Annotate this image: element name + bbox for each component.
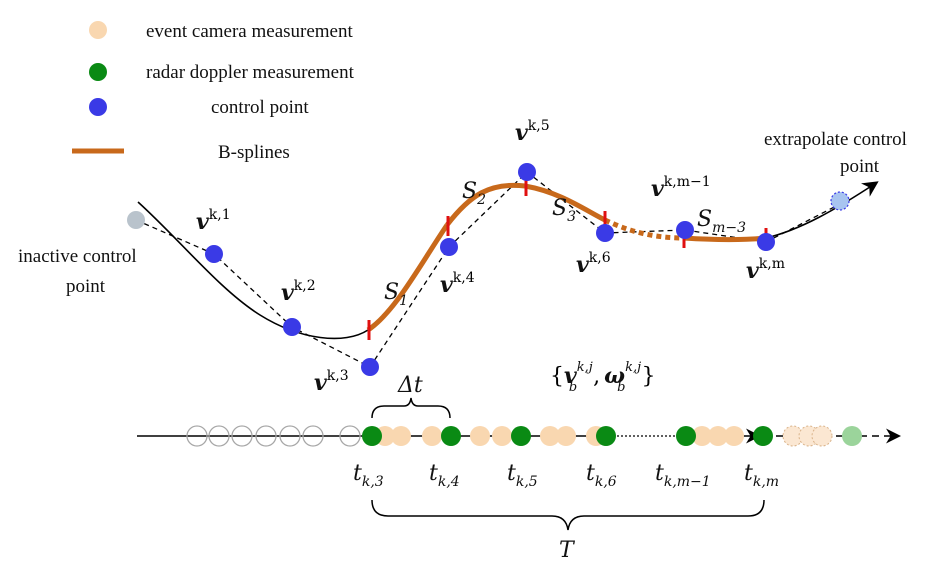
control-polygon	[135, 171, 847, 368]
label-v-km: vk,m	[746, 256, 785, 284]
total-t-brace	[371, 499, 765, 531]
event-measurement	[422, 426, 442, 446]
label-v-k5: vk,5	[515, 118, 550, 146]
control-point	[440, 238, 458, 256]
inactive-measurement	[339, 425, 361, 447]
event-measurement	[724, 426, 744, 446]
event-measurement	[540, 426, 560, 446]
trajectory-curve	[137, 201, 369, 340]
event-measurement	[470, 426, 490, 446]
bspline-segment-1	[366, 223, 450, 333]
event-measurement	[492, 426, 512, 446]
inactive-measurement	[186, 425, 208, 447]
label-s1: S1	[384, 280, 408, 309]
label-v-km1: vk,m−1	[651, 174, 711, 202]
legend-control-point-swatch	[89, 98, 107, 116]
radar-measurements	[362, 426, 773, 446]
radar-measurement	[441, 426, 461, 446]
bspline-segment-dotted	[603, 217, 685, 241]
label-t-km: tk,m	[744, 461, 779, 490]
label-v-k6: vk,6	[576, 250, 611, 278]
radar-measurement	[511, 426, 531, 446]
event-measurement	[391, 426, 411, 446]
bspline-segment-m3	[683, 235, 767, 242]
label-v-k2: vk,2	[281, 278, 316, 306]
label-t-k3: tk,3	[353, 461, 384, 490]
radar-measurement	[596, 426, 616, 446]
label-extrapolate-line1: extrapolate control	[764, 129, 907, 150]
legend-event-camera-label: event camera measurement	[146, 21, 353, 42]
timeline	[137, 425, 901, 447]
legend-radar-doppler-swatch	[89, 63, 107, 81]
inactive-measurement	[302, 425, 324, 447]
inactive-measurement	[279, 425, 301, 447]
future-radar-measurement	[842, 426, 862, 446]
event-measurement	[692, 426, 712, 446]
label-s3: S3	[552, 196, 576, 225]
label-t-km1: tk,m−1	[655, 461, 711, 490]
control-point	[596, 224, 614, 242]
label-v-k4: vk,4	[440, 270, 475, 298]
radar-measurement	[362, 426, 382, 446]
inactive-measurements	[186, 425, 361, 447]
label-inactive-line2: point	[66, 276, 106, 297]
label-sm3: Sm−3	[697, 207, 746, 236]
radar-measurement	[676, 426, 696, 446]
control-point	[283, 318, 301, 336]
event-measurements	[375, 426, 744, 446]
future-measurements	[782, 425, 862, 447]
radar-measurement	[753, 426, 773, 446]
control-point	[361, 358, 379, 376]
control-point	[757, 233, 775, 251]
legend-control-point-label: control point	[211, 97, 309, 118]
label-t-k5: tk,5	[507, 461, 538, 490]
control-point	[518, 163, 536, 181]
legend-bspline-label: B-splines	[218, 142, 290, 163]
bspline-segment-3	[524, 183, 607, 223]
total-t-label: T	[559, 538, 576, 563]
future-event-measurement	[811, 425, 833, 447]
bspline-segment-2	[445, 182, 526, 227]
event-measurement	[556, 426, 576, 446]
delta-t-label: Δt	[397, 373, 423, 398]
legend-event-camera-swatch	[89, 21, 107, 39]
label-v-k3: vk,3	[314, 368, 349, 396]
label-t-k4: tk,4	[429, 461, 460, 490]
inactive-control-point	[127, 211, 145, 229]
event-measurement	[708, 426, 728, 446]
extrapolated-control-point	[830, 191, 850, 211]
inactive-measurement	[231, 425, 253, 447]
label-inactive-line1: inactive control	[18, 246, 137, 267]
inactive-measurement	[255, 425, 277, 447]
legend-radar-doppler-label: radar doppler measurement	[146, 62, 355, 83]
label-s2: S2	[462, 179, 486, 208]
inactive-measurement	[208, 425, 230, 447]
control-point	[205, 245, 223, 263]
label-t-k6: tk,6	[586, 461, 617, 490]
legend: event camera measurement radar doppler m…	[72, 21, 355, 163]
label-extrapolate-line2: point	[840, 156, 880, 177]
delta-t-brace	[371, 397, 451, 419]
control-point	[676, 221, 694, 239]
label-v-k1: vk,1	[196, 207, 231, 235]
extrapolated-curve	[765, 181, 879, 239]
